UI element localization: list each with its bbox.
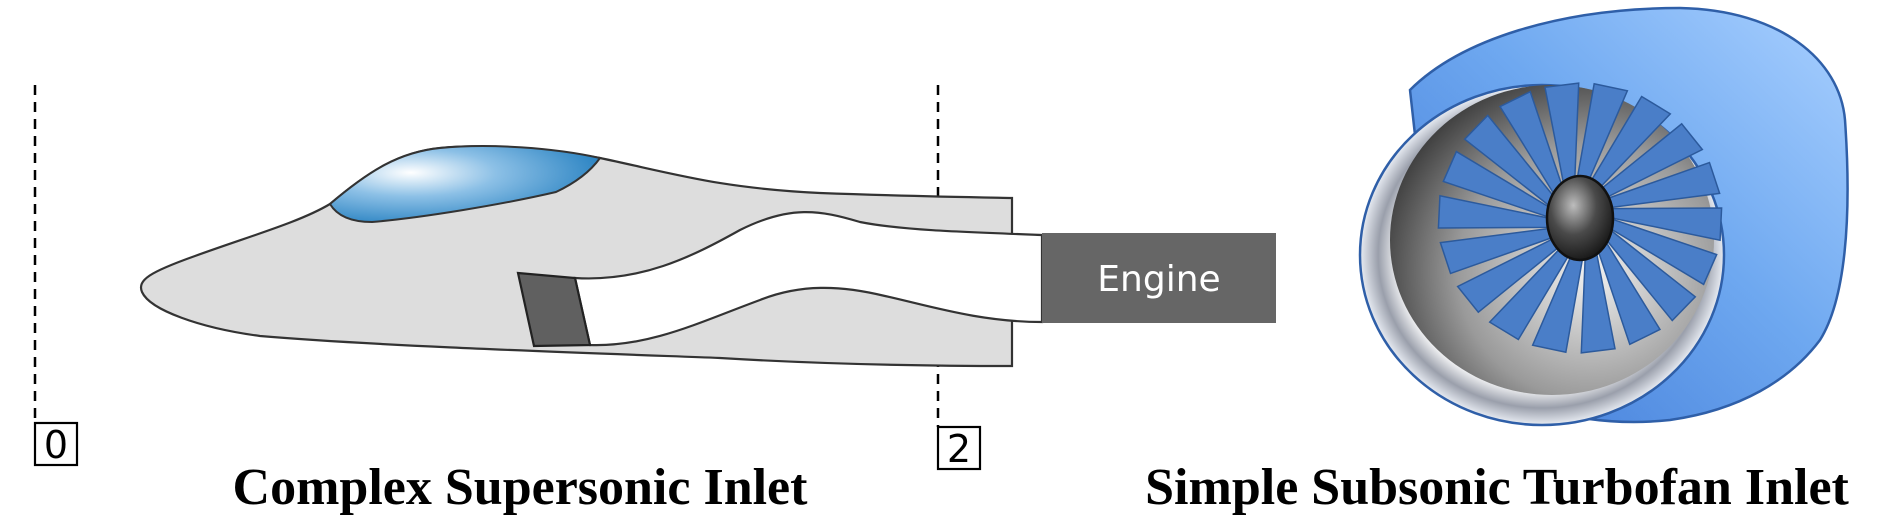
aircraft-fuselage [139,145,1044,368]
station-label-2: 2 [947,427,971,471]
engine-block: Engine [1042,233,1276,323]
caption-subsonic: Simple Subsonic Turbofan Inlet [1145,459,1849,516]
canopy [328,145,602,224]
station-box-0: 0 [33,421,79,467]
station-box-2: 2 [936,425,982,471]
station-label-0: 0 [44,423,68,467]
inlet-ramp [516,271,592,348]
spinner [1545,174,1615,262]
turbofan-engine [1358,6,1849,427]
engine-label: Engine [1097,259,1220,300]
caption-supersonic: Complex Supersonic Inlet [233,459,809,516]
fan-blades [1437,82,1723,354]
